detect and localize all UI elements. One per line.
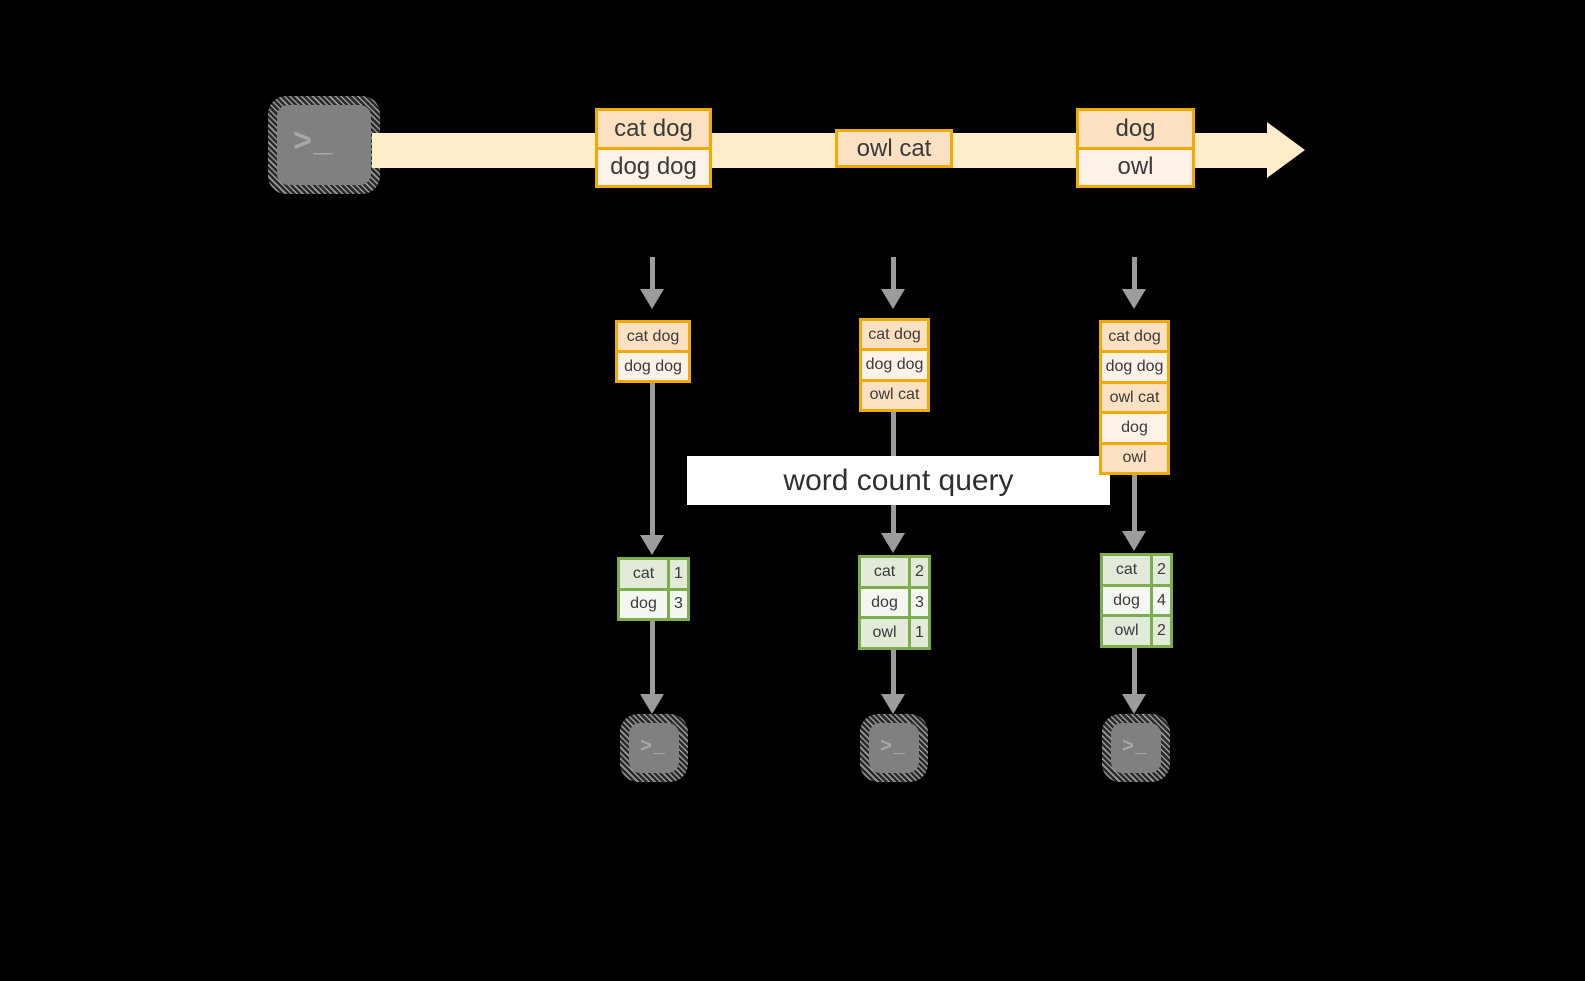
result-word: cat [861, 558, 908, 586]
record-row: cat dog [1102, 323, 1167, 351]
source-terminal-icon: >_ [268, 96, 380, 194]
record-row: dog dog [1102, 350, 1167, 381]
result-word: cat [620, 560, 667, 588]
snapshot-1-records: cat dog dog dog [615, 320, 691, 383]
stream-event-line: dog dog [598, 146, 709, 185]
stream-event-3: dog owl [1076, 108, 1195, 188]
snapshot-2-records: cat dog dog dog owl cat [859, 318, 930, 412]
result-word: dog [861, 588, 908, 617]
snapshot-1-sink-arrowhead-icon [640, 694, 664, 714]
terminal-face [629, 723, 679, 773]
result-row: owl 1 [861, 616, 928, 648]
record-row: dog dog [862, 348, 927, 379]
result-row: dog 3 [620, 587, 687, 618]
record-row: owl cat [1102, 380, 1167, 412]
terminal-prompt-glyph: >_ [293, 124, 334, 161]
terminal-face [277, 105, 371, 185]
snapshot-1-dashed-line [650, 257, 655, 289]
result-word: dog [620, 590, 667, 618]
terminal-prompt-glyph: >_ [640, 736, 667, 759]
result-word: cat [1103, 556, 1150, 584]
record-row: dog dog [618, 350, 688, 380]
terminal-face [1111, 723, 1161, 773]
result-count: 3 [667, 590, 687, 618]
record-row: owl cat [862, 378, 927, 409]
snapshot-3-query-arrowhead-icon [1122, 531, 1146, 551]
snapshot-2-dashed-line [891, 257, 896, 289]
query-label-text: word count query [783, 463, 1014, 497]
snapshot-2-result-table: cat 2 dog 3 owl 1 [858, 555, 931, 650]
result-row: cat 1 [620, 560, 687, 588]
query-label: word count query [687, 456, 1110, 505]
result-word: owl [1103, 617, 1150, 646]
stream-arrowhead-icon [1267, 122, 1305, 178]
snapshot-3-records: cat dog dog dog owl cat dog owl [1099, 320, 1170, 475]
stream-event-line: owl [1079, 146, 1192, 185]
snapshot-3-sink-terminal-icon: >_ [1102, 714, 1170, 782]
result-row: owl 2 [1103, 614, 1170, 646]
snapshot-3-dashed-line [1132, 257, 1137, 289]
snapshot-1-query-line [650, 383, 655, 535]
result-count: 3 [908, 588, 928, 617]
result-row: dog 4 [1103, 583, 1170, 615]
terminal-face [869, 723, 919, 773]
result-word: owl [861, 619, 908, 648]
snapshot-2-sink-terminal-icon: >_ [860, 714, 928, 782]
snapshot-1-result-table: cat 1 dog 3 [617, 557, 690, 621]
snapshot-3-sink-arrowhead-icon [1122, 694, 1146, 714]
result-row: cat 2 [1103, 556, 1170, 584]
snapshot-2-input-arrowhead-icon [881, 289, 905, 309]
stream-event-line: owl cat [838, 132, 950, 165]
result-word: dog [1103, 586, 1150, 615]
snapshot-1-sink-line [650, 621, 655, 694]
result-count: 2 [1150, 617, 1170, 646]
snapshot-3-input-arrowhead-icon [1122, 289, 1146, 309]
result-row: cat 2 [861, 558, 928, 586]
snapshot-2-query-arrowhead-icon [881, 533, 905, 553]
snapshot-3-result-table: cat 2 dog 4 owl 2 [1100, 553, 1173, 648]
stream-event-line: cat dog [598, 111, 709, 147]
record-row: dog [1102, 411, 1167, 442]
snapshot-2-sink-line [891, 650, 896, 694]
terminal-prompt-glyph: >_ [1122, 736, 1149, 759]
result-count: 1 [667, 560, 687, 588]
terminal-prompt-glyph: >_ [880, 736, 907, 759]
snapshot-1-query-arrowhead-icon [640, 535, 664, 555]
result-count: 2 [1150, 556, 1170, 584]
result-count: 1 [908, 619, 928, 648]
record-row: owl [1102, 441, 1167, 473]
record-row: cat dog [862, 321, 927, 349]
record-row: cat dog [618, 323, 688, 350]
snapshot-3-query-line [1132, 475, 1137, 531]
stream-event-1: cat dog dog dog [595, 108, 712, 188]
snapshot-1-sink-terminal-icon: >_ [620, 714, 688, 782]
stream-event-line: dog [1079, 111, 1192, 147]
stream-event-2: owl cat [835, 129, 953, 168]
result-count: 4 [1150, 586, 1170, 615]
snapshot-1-input-arrowhead-icon [640, 289, 664, 309]
snapshot-2-sink-arrowhead-icon [881, 694, 905, 714]
snapshot-3-sink-line [1132, 648, 1137, 694]
result-count: 2 [908, 558, 928, 586]
result-row: dog 3 [861, 585, 928, 617]
